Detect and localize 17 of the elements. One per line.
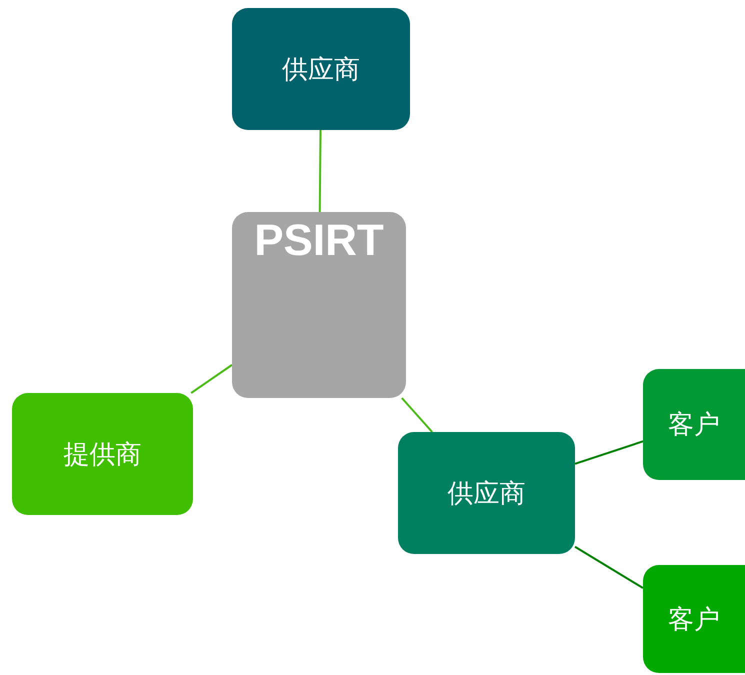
- box-title: PSIRT: [254, 216, 384, 266]
- box-label: 供应商: [282, 54, 360, 86]
- rounded-box: [643, 565, 745, 673]
- connector-line: [574, 440, 644, 465]
- rounded-box: [232, 8, 410, 130]
- box-label: 提供商: [64, 438, 142, 472]
- connector-line: [401, 397, 433, 433]
- rounded-box: [12, 393, 193, 515]
- box-label: 客户: [668, 409, 720, 442]
- connector-line: [190, 364, 233, 394]
- rounded-box: [643, 369, 745, 480]
- box-label: 客户: [668, 604, 720, 636]
- connector-line: [574, 546, 644, 589]
- rounded-box: [398, 432, 575, 554]
- box-label: 供应商: [448, 478, 526, 510]
- rounded-box: [232, 212, 406, 398]
- connector-line: [318, 130, 322, 212]
